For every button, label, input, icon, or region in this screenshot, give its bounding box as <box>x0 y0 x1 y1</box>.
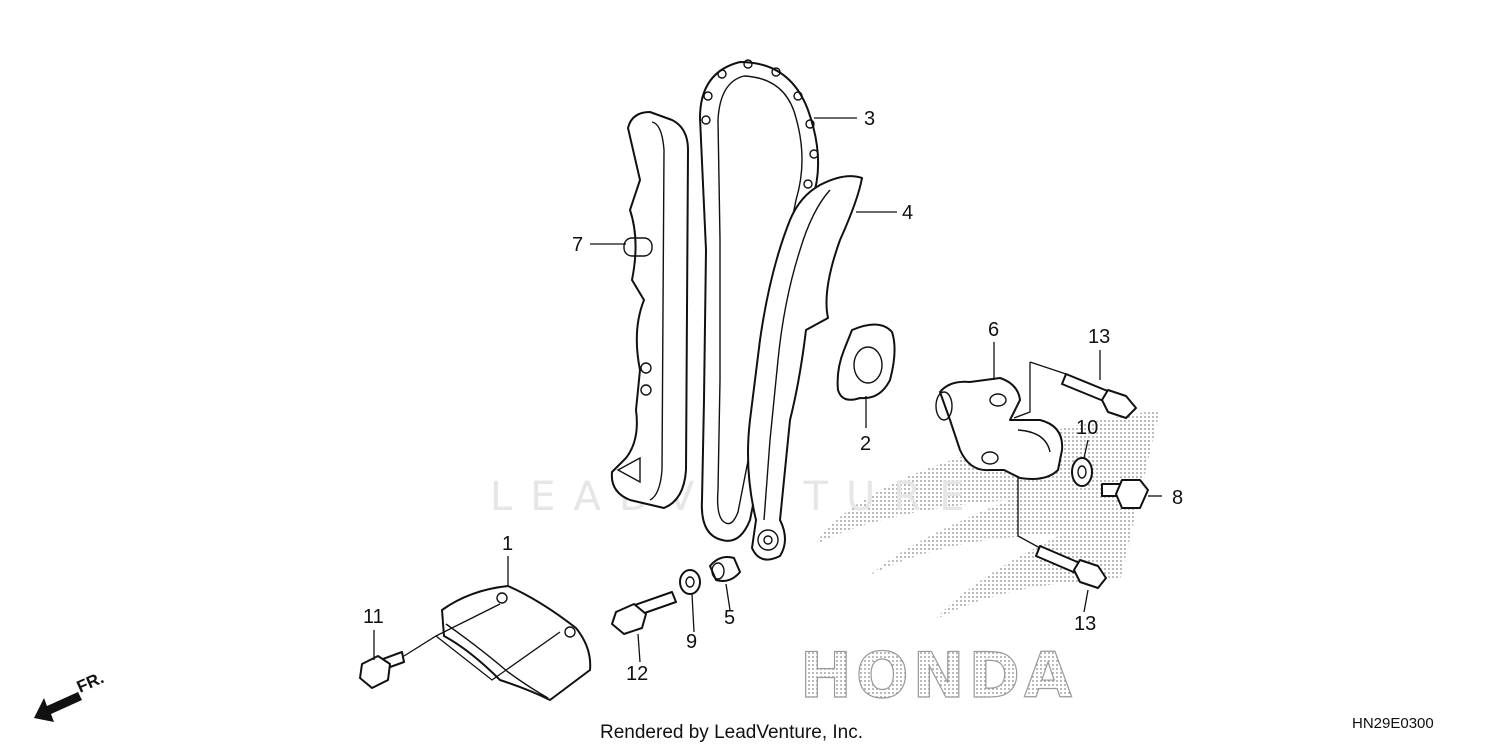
lifter-bolt-top <box>1061 373 1137 419</box>
front-direction-arrow-icon <box>34 692 82 722</box>
sealing-washer <box>1071 457 1093 487</box>
sealing-bolt <box>1101 479 1149 509</box>
callout-6: 6 <box>988 319 999 341</box>
front-direction-label: FR. <box>74 668 107 696</box>
callout-12: 12 <box>626 663 648 685</box>
callout-1: 1 <box>502 533 513 555</box>
callout-3: 3 <box>864 108 875 130</box>
callout-11: 11 <box>363 606 384 628</box>
callout-8: 8 <box>1172 487 1183 509</box>
callout-2: 2 <box>860 433 871 455</box>
flange-bolt <box>359 651 405 689</box>
callout-5: 5 <box>724 607 735 629</box>
pivot-bolt <box>611 591 677 635</box>
leader-lines <box>373 117 1162 681</box>
callout-13-bottom: 13 <box>1074 613 1096 635</box>
callout-7: 7 <box>572 234 583 256</box>
callout-10: 10 <box>1076 417 1098 439</box>
cam-chain-guide <box>610 111 689 509</box>
footer-credit: Rendered by LeadVenture, Inc. <box>600 722 863 743</box>
callout-13-top: 13 <box>1088 326 1110 348</box>
cam-chain-guide-cover <box>441 585 592 701</box>
cam-chain-tensioner-arm <box>747 175 863 561</box>
diagram-code: HN29E0300 <box>1352 715 1434 732</box>
tensioner-pivot-collar <box>709 556 741 582</box>
washer <box>679 569 701 595</box>
honda-brand-logo: HONDA <box>800 639 1076 712</box>
cam-chain <box>699 59 820 542</box>
cam-chain-tensioner-lifter <box>935 377 1064 480</box>
lifter-bolt-bottom <box>1035 545 1107 589</box>
callout-9: 9 <box>686 631 697 653</box>
tensioner-gasket <box>836 323 896 401</box>
callout-4: 4 <box>902 202 913 224</box>
